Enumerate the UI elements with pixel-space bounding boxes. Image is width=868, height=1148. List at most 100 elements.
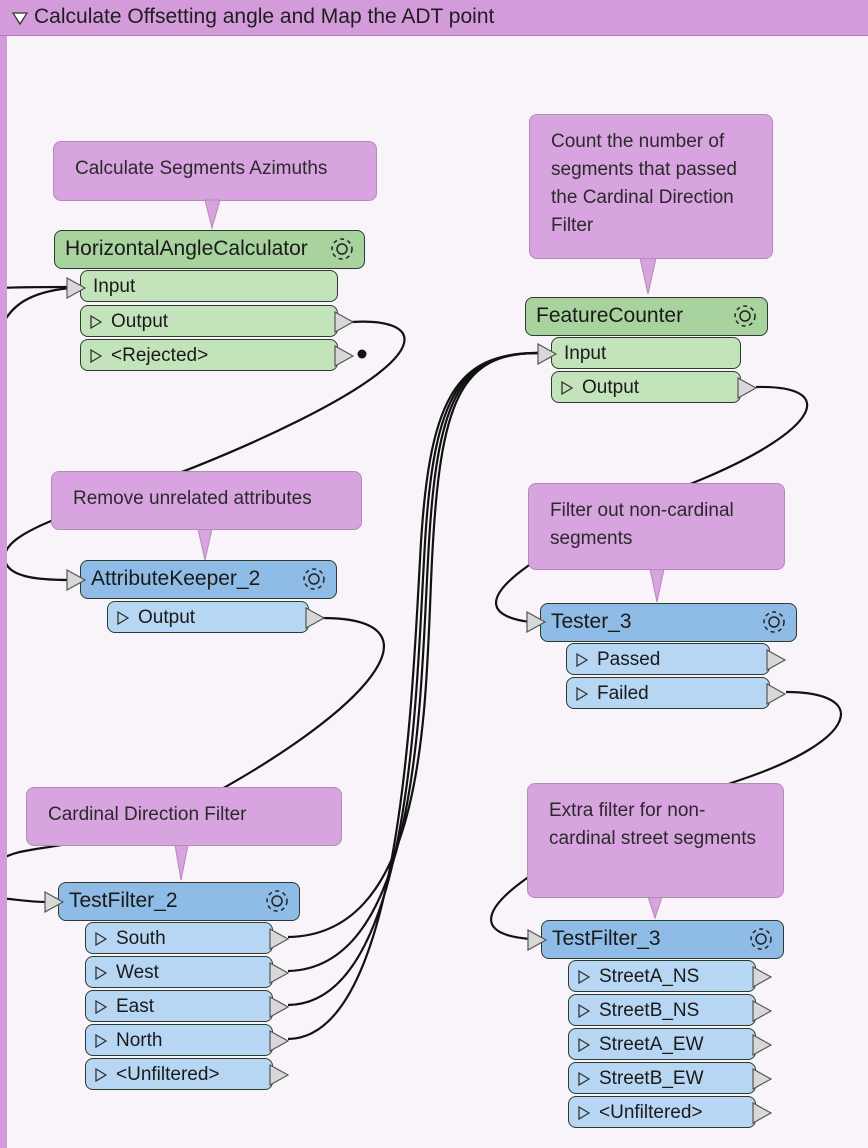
output-connector-icon[interactable] <box>334 311 354 333</box>
annotation-non-cardinal[interactable]: Filter out non-cardinal segments <box>528 483 785 570</box>
input-connector-icon[interactable] <box>66 569 86 591</box>
expand-triangle-icon[interactable] <box>578 1072 590 1086</box>
test-filter-2-transformer[interactable]: TestFilter_2 <box>58 882 300 921</box>
horizontal-angle-calculator-transformer[interactable]: HorizontalAngleCalculator <box>54 230 365 269</box>
expand-triangle-icon[interactable] <box>576 653 588 667</box>
output-connector-icon[interactable] <box>752 1034 772 1056</box>
gear-icon[interactable] <box>328 235 356 263</box>
expand-triangle-icon[interactable] <box>95 966 107 980</box>
bookmark-left-edge <box>0 36 7 1148</box>
output-port[interactable]: Output <box>107 601 309 633</box>
wire-north-to-fc <box>287 351 541 1041</box>
expand-triangle-icon[interactable] <box>117 611 129 625</box>
wire-into-tf2-input <box>0 896 48 904</box>
output-connector-icon[interactable] <box>752 966 772 988</box>
output-connector-icon[interactable] <box>334 345 354 367</box>
expand-triangle-icon[interactable] <box>576 687 588 701</box>
output-connector-icon[interactable] <box>752 1000 772 1022</box>
input-connector-icon[interactable] <box>526 611 546 633</box>
port-label: East <box>116 996 155 1017</box>
gear-icon[interactable] <box>747 925 775 953</box>
bookmark-header[interactable]: Calculate Offsetting angle and Map the A… <box>0 0 868 36</box>
bookmark-title: Calculate Offsetting angle and Map the A… <box>34 5 495 28</box>
unfiltered-port[interactable]: <Unfiltered> <box>85 1058 273 1090</box>
street-b-ns-port[interactable]: StreetB_NS <box>568 994 756 1026</box>
transformer-name: FeatureCounter <box>536 304 684 327</box>
annotation-counter[interactable]: Count the number of segments that passed… <box>529 114 773 259</box>
collapse-triangle-icon[interactable] <box>12 10 28 26</box>
failed-port[interactable]: Failed <box>566 677 770 709</box>
expand-triangle-icon[interactable] <box>578 1038 590 1052</box>
annotation-extra-filter[interactable]: Extra filter for non-cardinal street seg… <box>527 783 784 898</box>
east-port[interactable]: East <box>85 990 273 1022</box>
rejected-endpoint-dot <box>357 349 367 359</box>
expand-triangle-icon[interactable] <box>561 381 573 395</box>
port-label: Output <box>582 377 640 398</box>
output-connector-icon[interactable] <box>737 377 757 399</box>
output-connector-icon[interactable] <box>269 1064 289 1086</box>
gear-icon[interactable] <box>760 608 788 636</box>
wire-west-to-fc <box>287 351 541 973</box>
annotation-text: Extra filter for non-cardinal street seg… <box>549 800 756 849</box>
wire-into-hac-input <box>0 285 71 290</box>
transformer-name: AttributeKeeper_2 <box>91 567 261 590</box>
expand-triangle-icon[interactable] <box>578 1106 590 1120</box>
street-a-ew-port[interactable]: StreetA_EW <box>568 1028 756 1060</box>
feature-counter-transformer[interactable]: FeatureCounter <box>525 297 768 336</box>
expand-triangle-icon[interactable] <box>95 1000 107 1014</box>
output-connector-icon[interactable] <box>305 607 325 629</box>
output-connector-icon[interactable] <box>766 683 786 705</box>
input-connector-icon[interactable] <box>527 929 547 951</box>
expand-triangle-icon[interactable] <box>578 970 590 984</box>
annotation-azimuth[interactable]: Calculate Segments Azimuths <box>53 141 377 201</box>
output-connector-icon[interactable] <box>269 996 289 1018</box>
input-port[interactable]: Input <box>551 337 741 369</box>
port-label: Output <box>111 311 169 332</box>
input-connector-icon[interactable] <box>537 343 557 365</box>
annotation-text: Filter out non-cardinal segments <box>550 500 734 549</box>
expand-triangle-icon[interactable] <box>95 932 107 946</box>
expand-triangle-icon[interactable] <box>578 1004 590 1018</box>
gear-icon[interactable] <box>300 565 328 593</box>
output-connector-icon[interactable] <box>269 962 289 984</box>
output-connector-icon[interactable] <box>269 1030 289 1052</box>
input-connector-icon[interactable] <box>44 891 64 913</box>
port-label: StreetB_EW <box>599 1068 704 1089</box>
unfiltered-port[interactable]: <Unfiltered> <box>568 1096 756 1128</box>
output-connector-icon[interactable] <box>752 1068 772 1090</box>
wire-south-to-fc <box>287 351 541 939</box>
street-b-ew-port[interactable]: StreetB_EW <box>568 1062 756 1094</box>
input-connector-icon[interactable] <box>66 277 86 299</box>
street-a-ns-port[interactable]: StreetA_NS <box>568 960 756 992</box>
port-label: StreetA_NS <box>599 966 700 987</box>
expand-triangle-icon[interactable] <box>90 315 102 329</box>
output-port[interactable]: Output <box>551 371 741 403</box>
port-label: Input <box>93 276 136 297</box>
output-port[interactable]: Output <box>80 305 338 337</box>
annotation-remove-attributes[interactable]: Remove unrelated attributes <box>51 471 362 530</box>
input-port[interactable]: Input <box>80 270 338 302</box>
annotation-text: Cardinal Direction Filter <box>48 804 247 825</box>
tester-transformer[interactable]: Tester_3 <box>540 603 797 642</box>
annotation-cardinal-filter[interactable]: Cardinal Direction Filter <box>26 787 342 846</box>
gear-icon[interactable] <box>731 302 759 330</box>
north-port[interactable]: North <box>85 1024 273 1056</box>
port-label: Input <box>564 343 607 364</box>
wire-into-hac-input-2 <box>0 286 71 331</box>
port-label: StreetA_EW <box>599 1034 704 1055</box>
attribute-keeper-transformer[interactable]: AttributeKeeper_2 <box>80 560 337 599</box>
expand-triangle-icon[interactable] <box>95 1034 107 1048</box>
west-port[interactable]: West <box>85 956 273 988</box>
output-connector-icon[interactable] <box>766 649 786 671</box>
output-connector-icon[interactable] <box>269 928 289 950</box>
expand-triangle-icon[interactable] <box>90 349 102 363</box>
expand-triangle-icon[interactable] <box>95 1068 107 1082</box>
rejected-port[interactable]: <Rejected> <box>80 339 338 371</box>
south-port[interactable]: South <box>85 922 273 954</box>
gear-icon[interactable] <box>263 887 291 915</box>
test-filter-3-transformer[interactable]: TestFilter_3 <box>541 920 784 959</box>
passed-port[interactable]: Passed <box>566 643 770 675</box>
transformer-name: TestFilter_2 <box>69 889 178 912</box>
output-connector-icon[interactable] <box>752 1102 772 1124</box>
wire-ak-output-to-tf2 <box>0 616 385 861</box>
